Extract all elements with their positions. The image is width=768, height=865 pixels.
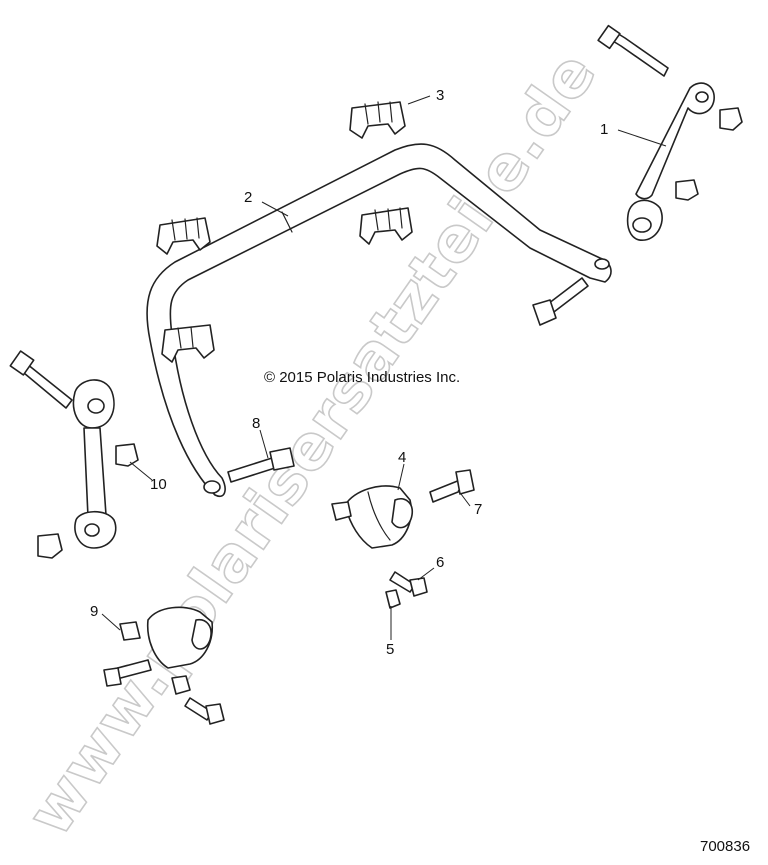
bolt-7 [429, 469, 475, 503]
callout-9: 9 [90, 603, 98, 620]
bolt-right [532, 277, 589, 326]
clip-5 [385, 589, 401, 609]
drawing-number: 700836 [700, 838, 750, 855]
nut-10 [115, 443, 139, 467]
callout-3: 3 [436, 87, 444, 104]
end-link-left [9, 350, 117, 559]
leader-lines [101, 95, 667, 640]
bushing-middle [359, 207, 413, 245]
callout-4: 4 [398, 449, 406, 466]
bolt-6 [389, 571, 428, 597]
bushing-left [156, 217, 211, 255]
bracket-4 [331, 485, 414, 549]
end-link-right [597, 24, 743, 241]
callout-1: 1 [600, 121, 608, 138]
callout-6: 6 [436, 554, 444, 571]
callout-7: 7 [474, 501, 482, 518]
callout-2: 2 [244, 189, 252, 206]
bushing-top [349, 101, 406, 139]
bushing-on-bar [161, 324, 215, 363]
watermark-text: www.polarisersatzteile.de [12, 38, 610, 849]
copyright-text: © 2015 Polaris Industries Inc. [264, 369, 460, 386]
bracket-9 [103, 606, 225, 725]
stabilizer-bar [146, 143, 612, 497]
callout-5: 5 [386, 641, 394, 658]
callout-8: 8 [252, 415, 260, 432]
callout-10: 10 [150, 476, 167, 493]
bolt-8 [227, 447, 295, 483]
